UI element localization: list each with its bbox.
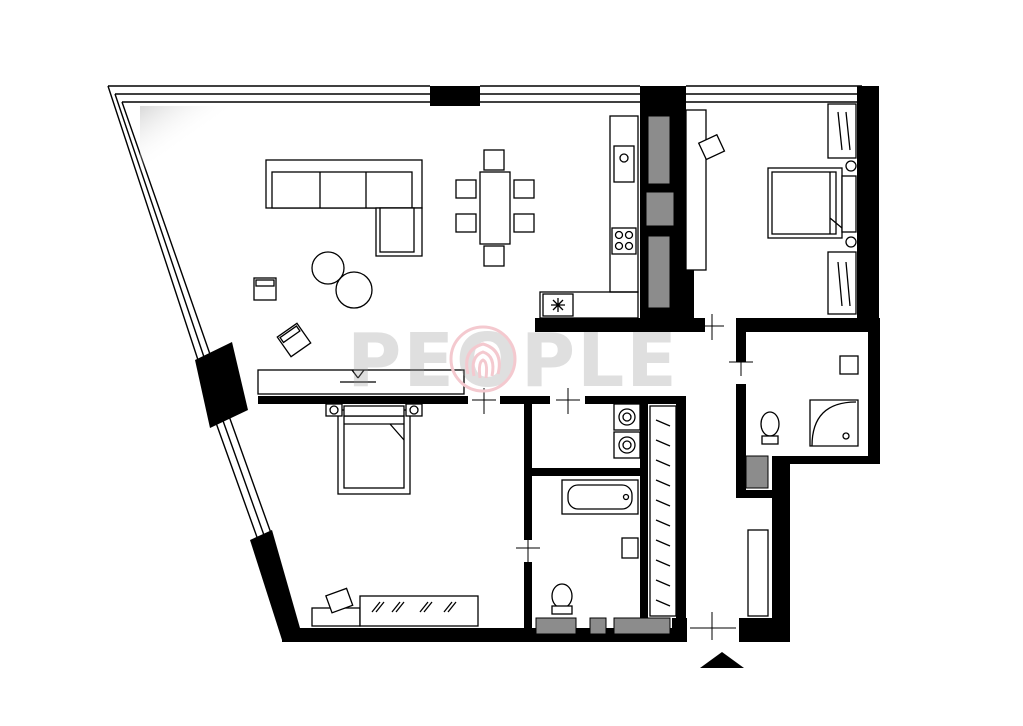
- entrance-arrow-icon: [700, 652, 744, 668]
- sink-icon: [613, 145, 635, 183]
- laundry: [613, 403, 641, 459]
- stove-icon: [611, 227, 637, 255]
- toilet-icon: [760, 411, 780, 437]
- chair-icon: [325, 587, 354, 614]
- cabinets: [535, 115, 769, 635]
- kitchen: [539, 115, 639, 319]
- bathroom-1: [760, 355, 859, 447]
- living-furniture: [253, 251, 465, 395]
- bathroom-2: [551, 479, 639, 615]
- wardrobe-icon: [649, 405, 769, 617]
- bed-icon: [325, 403, 423, 495]
- dining-table-icon: [455, 149, 535, 267]
- chair-icon: [697, 133, 726, 161]
- door-marks: [472, 314, 753, 640]
- sink-icon: [621, 537, 639, 559]
- wardrobe-icon: [311, 587, 479, 627]
- sofa-icon: [265, 159, 423, 257]
- bedroom-2: [685, 103, 857, 315]
- armchair-icon: [276, 322, 312, 358]
- exterior-glazing: [107, 85, 862, 541]
- toilet-icon: [551, 583, 573, 609]
- living-room-shade: [140, 106, 240, 176]
- sink-icon: [839, 355, 859, 375]
